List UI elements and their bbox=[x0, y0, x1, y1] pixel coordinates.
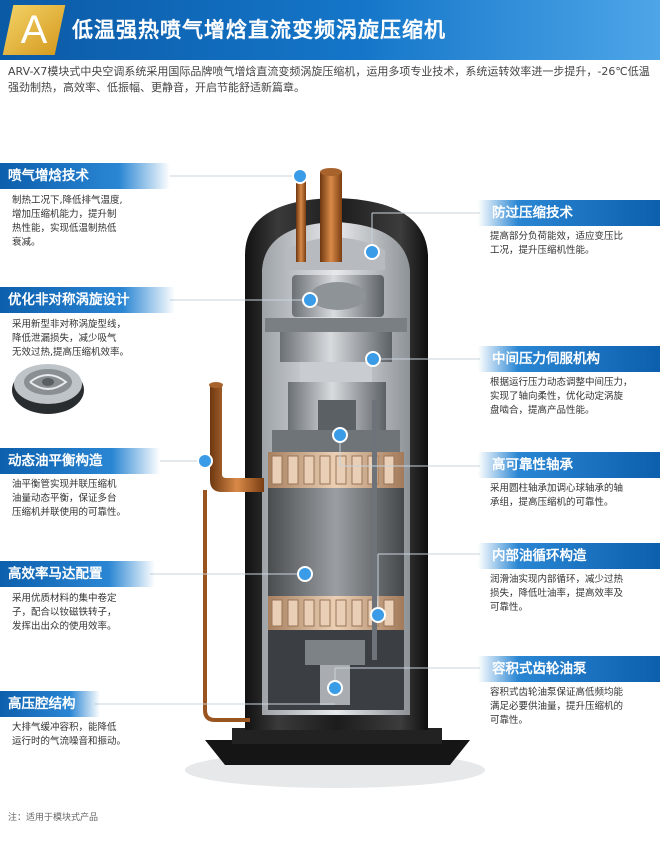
scroll-part-thumbnail bbox=[12, 364, 84, 414]
section-badge-letter: A bbox=[20, 8, 48, 52]
compressor-cutaway-illustration bbox=[12, 168, 485, 788]
feature-title-oil-balance: 动态油平衡构造 bbox=[0, 448, 160, 474]
feature-desc-reliable-bearing: 采用圆柱轴承加调心球轴承的轴 承组，提高压缩机的可靠性。 bbox=[490, 483, 624, 508]
feature-desc-vapor-injection: 制热工况下,降低排气温度, 增加压缩机能力，提升制 热性能，实现低温制热低 衰减… bbox=[12, 195, 123, 248]
feature-desc-asymmetric-scroll: 采用新型非对称涡旋型线， 降低泄漏损失，减少吸气 无效过热,提高压缩机效率。 bbox=[12, 319, 130, 358]
section-header: A 低温强热喷气增焓直流变频涡旋压缩机 bbox=[0, 0, 660, 60]
feature-title-reliable-bearing: 高可靠性轴承 bbox=[478, 452, 660, 478]
feature-desc-internal-oil-circulation: 润滑油实现内部循环，减少过热 损失，降低吐油率，提高效率及 可靠性。 bbox=[490, 574, 624, 613]
feature-desc-intermediate-pressure: 根据运行压力动态调整中间压力， 实现了轴向柔性，优化动定涡旋 盘啮合，提高产品性… bbox=[490, 377, 633, 416]
feature-title-efficient-motor: 高效率马达配置 bbox=[0, 561, 155, 587]
feature-title-intermediate-pressure: 中间压力伺服机构 bbox=[478, 346, 660, 372]
feature-title-high-pressure-chamber: 高压腔结构 bbox=[0, 691, 100, 717]
feature-title-vapor-injection: 喷气增焓技术 bbox=[0, 163, 170, 189]
feature-title-gear-oil-pump: 容积式齿轮油泵 bbox=[478, 656, 660, 682]
feature-desc-oil-balance: 油平衡管实现并联压缩机 油量动态平衡，保证多台 压缩机并联使用的可靠性。 bbox=[12, 479, 127, 518]
intro-paragraph: ARV-X7模块式中央空调系统采用国际品牌喷气增焓直流变频涡旋压缩机，运用多项专… bbox=[8, 65, 650, 94]
feature-desc-high-pressure-chamber: 大排气缓冲容积，能降低 运行时的气流噪音和振动。 bbox=[12, 722, 127, 747]
feature-desc-efficient-motor: 采用优质材料的集中卷定 子，配合以钕磁铁转子， 发挥出出众的使用效率。 bbox=[12, 593, 117, 632]
footnote: 注：适用于模块式产品 bbox=[8, 813, 99, 823]
feature-desc-gear-oil-pump: 容积式齿轮油泵保证高低频均能 满足必要供油量，提升压缩机的 可靠性。 bbox=[490, 687, 624, 726]
feature-desc-anti-overcompression: 提高部分负荷能效，适应变压比 工况，提升压缩机性能。 bbox=[490, 231, 624, 256]
feature-title-anti-overcompression: 防过压缩技术 bbox=[478, 200, 660, 226]
page-title: 低温强热喷气增焓直流变频涡旋压缩机 bbox=[72, 18, 446, 42]
feature-title-internal-oil-circulation: 内部油循环构造 bbox=[478, 543, 660, 569]
feature-title-asymmetric-scroll: 优化非对称涡旋设计 bbox=[0, 287, 175, 313]
